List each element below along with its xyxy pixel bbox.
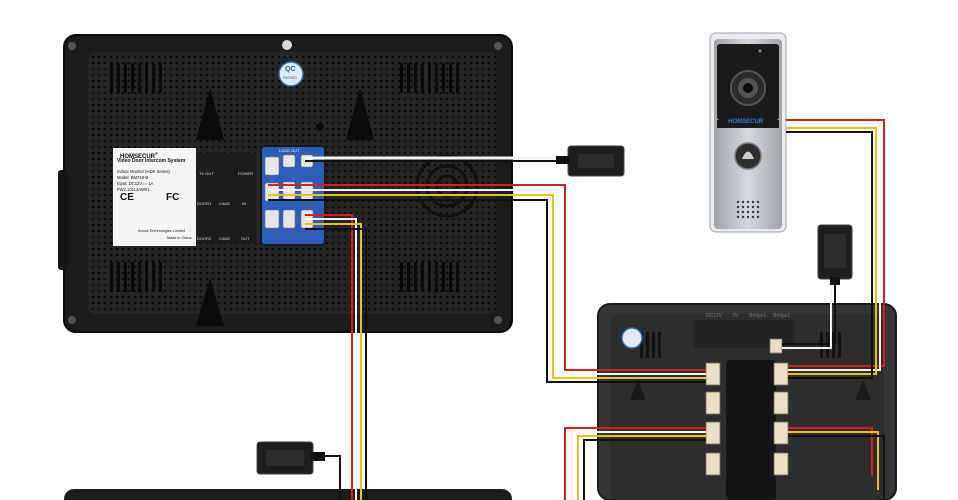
power-adapter-2 — [817, 224, 853, 285]
port-label-in: IN — [242, 201, 246, 206]
qc-badge-text: QC — [285, 66, 296, 73]
doorbell-brand: HOMSECUR — [728, 119, 764, 125]
port-label-door1: DOOR1 — [197, 201, 212, 206]
sticker-line2: Model: BM718-B — [117, 175, 149, 180]
sticker-line4: FW2.10113AW01 — [117, 187, 150, 192]
switch-label-dc12v: DC12V — [706, 313, 723, 319]
power-adapter-3 — [256, 441, 325, 475]
qc-badge-small-icon — [621, 327, 643, 349]
sticker-line1: Indoor Monitor (HDK Series) — [117, 169, 170, 174]
qc-badge-icon — [278, 61, 304, 87]
switch-label-in: IN — [733, 313, 738, 319]
switch-label-bridge2: Bridge2 — [773, 313, 791, 319]
sticker-origin: Made in China — [167, 236, 192, 240]
qc-badge-sub: PASSED — [283, 76, 297, 80]
indoor-monitor-main: . — [58, 34, 513, 333]
power-adapter-1 — [556, 145, 625, 177]
port-label-tv-out: TV OUT — [199, 171, 214, 176]
sticker-brand: HOMSECUR® — [120, 151, 158, 160]
indoor-monitor-third — [64, 489, 512, 500]
sticker-line3: Input: DC12V== 1A — [117, 181, 154, 186]
fcc-mark-icon: FC — [166, 192, 180, 203]
port-label-power: POWER — [238, 171, 254, 176]
monitor-bracket — [726, 360, 776, 500]
sticker-maker: Konvs Technologies Limited — [138, 229, 185, 233]
product-sticker — [113, 148, 196, 246]
ce-mark-icon: CE — [120, 192, 134, 203]
port-label-cam1: CAM1 — [219, 201, 231, 206]
port-label-lock-out: LOCK OUT — [279, 148, 300, 153]
port-label-out: OUT — [241, 236, 250, 241]
doorbell-camera — [709, 32, 787, 233]
wiring — [268, 119, 885, 500]
sticker-title: Video Door Intercom System — [117, 158, 186, 164]
switch-label-bridge1: Bridge1 — [749, 313, 767, 319]
port-label-cam2: CAM2 — [219, 236, 231, 241]
port-label-door2: DOOR2 — [197, 236, 212, 241]
svg-text:.: . — [118, 254, 119, 259]
indoor-monitor-secondary — [597, 303, 897, 500]
